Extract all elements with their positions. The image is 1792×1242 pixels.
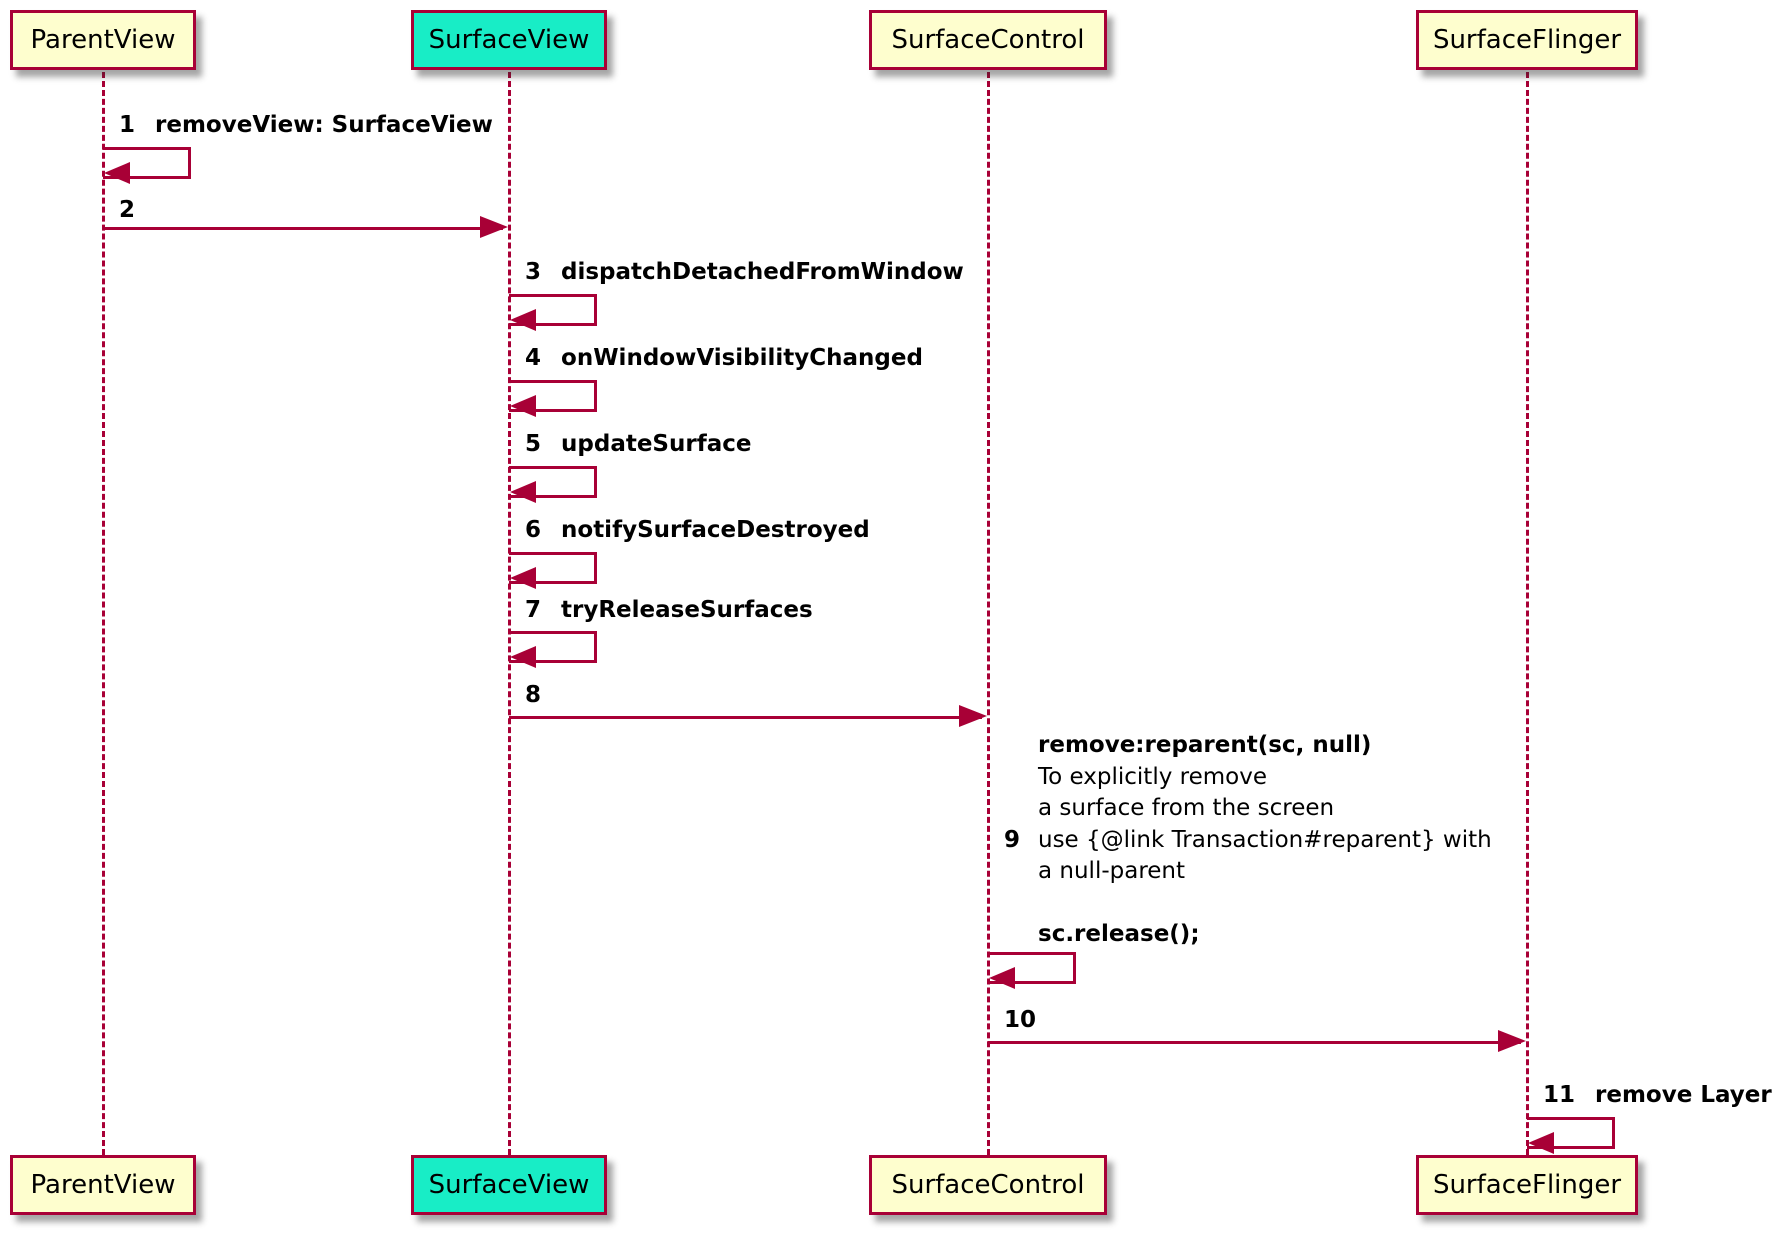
message-label: 4 onWindowVisibilityChanged [525,342,923,374]
message-label: 10 [1004,1004,1036,1036]
message-text-line: To explicitly remove [1038,763,1267,790]
message-text: tryReleaseSurfaces [561,597,813,623]
participant-bottom-box: SurfaceFlinger [1416,1155,1638,1215]
participant-top-box: SurfaceFlinger [1416,10,1638,70]
self-message-loop [509,552,597,584]
message-text: dispatchDetachedFromWindow [561,259,964,285]
message-number: 5 [525,431,542,457]
arrowhead-left-icon [1528,1132,1554,1154]
message-arrow-line [509,716,982,719]
message-text-line: a surface from the screen [1038,795,1335,821]
message-text-line: sc.release(); [1038,921,1200,947]
lifeline [1526,72,1529,1155]
self-message-loop [509,466,597,498]
message-text: onWindowVisibilityChanged [561,345,923,371]
participant-top-box: ParentView [10,10,196,70]
participant-name: ParentView [30,1170,176,1200]
message-number: 4 [525,345,542,371]
message-text: remove Layer [1595,1082,1772,1108]
message-text-block: remove:reparent(sc, null) To explicitly r… [1038,730,1492,951]
arrowhead-left-icon [510,395,536,417]
message-text: removeView: SurfaceView [155,112,493,138]
message-label: 9 [1004,824,1020,856]
lifeline [102,72,105,1155]
message-number: 11 [1543,1082,1576,1108]
message-number: 1 [119,112,136,138]
participant-name: SurfaceFlinger [1432,1170,1622,1200]
message-number: 2 [119,197,136,223]
message-text: updateSurface [561,431,752,457]
participant-top-box: SurfaceControl [869,10,1107,70]
self-message-loop [509,294,597,326]
message-number: 3 [525,259,542,285]
arrowhead-left-icon [104,162,130,184]
message-text-line: a null-parent [1038,858,1186,884]
message-number: 8 [525,682,542,708]
message-label: 11 remove Layer [1543,1079,1772,1111]
participant-name: SurfaceView [428,25,590,55]
participant-bottom-box: SurfaceControl [869,1155,1107,1215]
arrowhead-right-icon [1498,1030,1526,1052]
arrowhead-left-icon [510,567,536,589]
message-label: 7 tryReleaseSurfaces [525,594,813,626]
arrowhead-left-icon [510,481,536,503]
arrowhead-right-icon [959,705,987,727]
lifeline [987,72,990,1155]
message-label: 1 removeView: SurfaceView [119,109,493,141]
participant-bottom-box: ParentView [10,1155,196,1215]
arrowhead-right-icon [480,216,508,238]
message-text-line: use {@link Transaction#reparent} with [1038,826,1492,853]
message-label: 3 dispatchDetachedFromWindow [525,256,964,288]
message-label: 6 notifySurfaceDestroyed [525,514,870,546]
lifeline [508,72,511,1155]
self-message-loop [103,147,191,179]
message-arrow-line [988,1041,1521,1044]
message-arrow-line [103,227,503,230]
message-text: notifySurfaceDestroyed [561,517,870,543]
message-text-line: remove:reparent(sc, null) [1038,732,1372,758]
participant-bottom-box: SurfaceView [411,1155,607,1215]
self-message-loop [1527,1117,1615,1149]
arrowhead-left-icon [510,309,536,331]
participant-name: SurfaceControl [891,25,1085,55]
message-number: 6 [525,517,542,543]
message-label: 2 [119,194,135,226]
self-message-loop [509,380,597,412]
message-number: 7 [525,597,542,623]
message-text-line [1038,888,1492,920]
message-number: 10 [1004,1007,1037,1033]
participant-top-box: SurfaceView [411,10,607,70]
participant-name: SurfaceControl [891,1170,1085,1200]
participant-name: SurfaceView [428,1170,590,1200]
arrowhead-left-icon [510,646,536,668]
participant-name: ParentView [30,25,176,55]
self-message-loop [509,631,597,663]
message-label: 8 [525,679,541,711]
arrowhead-left-icon [989,967,1015,989]
message-label: 5 updateSurface [525,428,751,460]
self-message-loop [988,952,1076,984]
participant-name: SurfaceFlinger [1432,25,1622,55]
message-number: 9 [1004,827,1021,853]
